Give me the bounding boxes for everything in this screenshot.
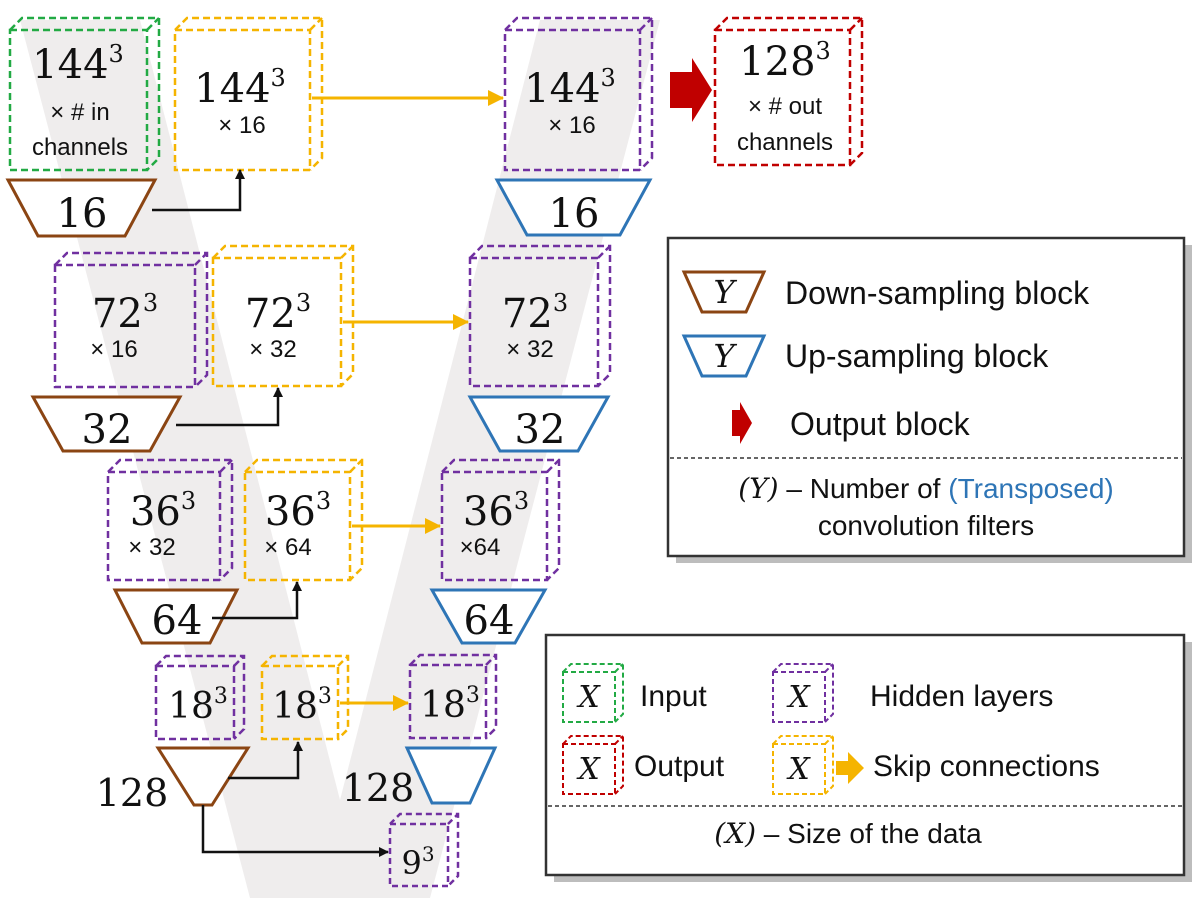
input-channels-line2: channels <box>32 134 128 161</box>
legend-output-label: Output <box>634 750 725 783</box>
dec-36-channels: ×64 <box>460 534 501 561</box>
down-block-128 <box>155 746 251 807</box>
legend-output-icon <box>562 735 624 795</box>
output-cube <box>713 16 864 167</box>
input-channels-line1: × # in <box>50 99 109 126</box>
up-block-16 <box>494 178 653 237</box>
legend-up-icon <box>681 334 767 378</box>
legend-skip-icon <box>772 735 834 795</box>
skip-36-size-label: 363 <box>265 487 331 535</box>
up-block-32 <box>467 395 611 453</box>
enc-72-channels: × 16 <box>90 336 137 363</box>
hidden-cube-dec-18 <box>408 653 498 740</box>
dec-144-channels: × 16 <box>548 112 595 139</box>
hidden-cube-dec-36 <box>440 458 561 582</box>
skip-18-size-label: 183 <box>272 684 332 727</box>
legend-hidden-label: Hidden layers <box>870 680 1053 713</box>
enc-18-size-label: 183 <box>168 684 228 727</box>
legend-hidden-icon <box>772 663 834 723</box>
legend-hidden-symbol: X <box>786 680 811 715</box>
v-shape-background <box>20 20 660 898</box>
bottleneck-cube <box>388 812 460 888</box>
skip-72-size-label: 723 <box>245 289 311 337</box>
up-block-32-label: 32 <box>515 407 566 453</box>
legend-down-symbol: Y <box>713 273 737 311</box>
legend-skip-label: Skip connections <box>873 750 1100 783</box>
bottleneck-size-label: 93 <box>401 842 434 882</box>
down-block-32-label: 32 <box>82 407 133 453</box>
legend-up-symbol: Y <box>713 337 737 375</box>
dec-72-channels: × 32 <box>506 336 553 363</box>
hidden-cube-dec-72 <box>468 244 612 388</box>
legend-layers <box>544 633 1186 877</box>
enc-36-channels: × 32 <box>128 534 175 561</box>
legend-down-label: Down-sampling block <box>785 275 1090 311</box>
down-to-skip-arrow-3 <box>212 581 302 620</box>
down-to-skip-arrow-1 <box>152 169 245 212</box>
output-block-arrow <box>670 58 712 122</box>
skip-cube-72 <box>211 244 355 388</box>
down-block-32 <box>30 395 183 453</box>
up-block-64 <box>429 588 548 645</box>
legend-input-icon <box>562 663 624 723</box>
skip-144-channels: × 16 <box>218 112 265 139</box>
skip-cube-18 <box>260 654 350 741</box>
enc-36-size-label: 363 <box>130 487 196 535</box>
down-block-16 <box>5 178 158 238</box>
down-block-128-label: 128 <box>96 771 169 815</box>
legend-layers-note: (X) – Size of the data <box>714 817 982 850</box>
down-to-skip-arrow-2 <box>176 387 283 427</box>
legend-output-block-label: Output block <box>790 406 971 442</box>
skip-144-size-label: 1443 <box>194 64 286 112</box>
dec-72-size-label: 723 <box>502 289 568 337</box>
legend-skip-arrow-icon <box>836 752 864 784</box>
legend-blocks-note-line1: (Y) – Number of (Transposed) <box>738 472 1113 505</box>
down-block-64 <box>112 588 240 645</box>
legend-up-label: Up-sampling block <box>785 338 1049 374</box>
up-block-128-label: 128 <box>342 766 415 810</box>
up-block-64-label: 64 <box>464 598 515 644</box>
output-size-label: 1283 <box>739 37 831 85</box>
up-block-128 <box>404 746 498 805</box>
skip-36-channels: × 64 <box>264 534 311 561</box>
down-block-64-label: 64 <box>152 598 203 644</box>
legend-skip-symbol: X <box>786 752 811 787</box>
hidden-cube-enc-72 <box>53 251 209 389</box>
legend-blocks-note-line2: convolution filters <box>818 510 1034 541</box>
legend-input-label: Input <box>640 680 707 713</box>
skip-cube-36 <box>243 458 364 582</box>
down-to-bottleneck-arrow <box>201 805 389 857</box>
skip-72-channels: × 32 <box>249 336 296 363</box>
hidden-cube-enc-36 <box>106 458 234 582</box>
enc-72-size-label: 723 <box>92 289 158 337</box>
down-block-16-label: 16 <box>57 191 108 237</box>
dec-36-size-label: 363 <box>463 487 529 535</box>
hidden-cube-enc-18 <box>154 654 246 741</box>
up-block-16-label: 16 <box>549 191 600 237</box>
legend-output-arrow-icon <box>732 402 752 444</box>
hidden-cube-dec-144 <box>503 16 654 172</box>
legend-input-symbol: X <box>576 680 601 715</box>
down-to-skip-arrow-4 <box>228 741 303 780</box>
output-channels-line2: channels <box>737 129 833 156</box>
output-channels-line1: × # out <box>748 93 822 120</box>
dec-18-size-label: 183 <box>420 683 480 726</box>
legend-output-symbol: X <box>576 752 601 787</box>
dec-144-size-label: 1443 <box>524 64 616 112</box>
input-size-label: 1443 <box>32 40 124 88</box>
legend-down-icon <box>681 270 767 314</box>
input-cube <box>8 16 161 172</box>
